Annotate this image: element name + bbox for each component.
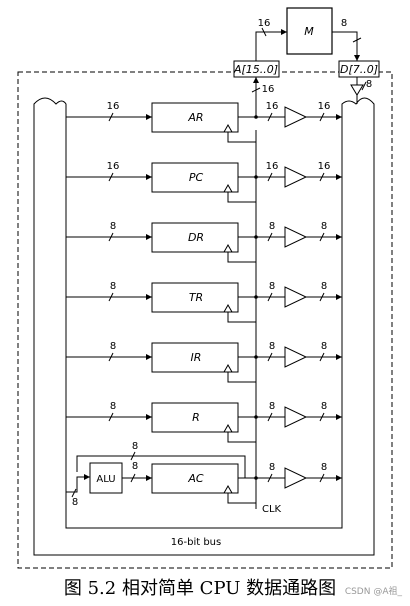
clock-input-icon [223, 243, 233, 253]
alu-bus-width: 8 [72, 497, 78, 508]
chip-boundary [17, 71, 393, 569]
clock-input-icon [223, 484, 233, 494]
register-box [151, 102, 239, 133]
register-row-ac: AC 8 8 [151, 462, 342, 504]
clock-input-icon [223, 423, 233, 433]
address-port-label: A[15..0] [233, 63, 278, 76]
watermark: CSDN @A祖_ [345, 585, 403, 597]
figure-caption: 图 5.2 相对简单 CPU 数据通路图 [64, 578, 336, 599]
data-port-label: D[7..0] [340, 63, 378, 76]
register-output-width: 8 [269, 462, 275, 473]
register-label: TR [189, 291, 203, 304]
clock-input-icon [223, 363, 233, 373]
register-output-width: 16 [266, 101, 279, 112]
clock-input-icon [223, 123, 233, 133]
register-output-width: 8 [269, 401, 275, 412]
bus-16bit: 16-bit bus [33, 97, 375, 556]
buffer-output-width: 16 [318, 161, 331, 172]
register-output-width: 8 [269, 281, 275, 292]
register-input-width: 16 [107, 161, 120, 172]
register-output-width: 16 [266, 161, 279, 172]
buffer-icon [284, 467, 308, 489]
clk-label: CLK [262, 504, 282, 515]
register-label: DR [188, 231, 204, 244]
register-row-tr: 8TR 8 8 [66, 281, 342, 323]
buffer-output-width: 8 [321, 341, 327, 352]
register-input-width: 8 [110, 281, 116, 292]
alu-label: ALU [96, 474, 115, 485]
memory-data-width: 8 [341, 18, 347, 29]
register-row-r: 8R 8 8 [66, 401, 342, 443]
register-label: R [192, 411, 200, 424]
register-box [151, 342, 239, 373]
address-port-width: 16 [262, 84, 275, 95]
clock-input-icon [223, 183, 233, 193]
register-output-width: 8 [269, 221, 275, 232]
address-path: A[15..0] 16 16 [233, 18, 287, 117]
buffer-output-width: 16 [318, 101, 331, 112]
buffer-output-width: 8 [321, 221, 327, 232]
buffer-icon [284, 226, 308, 248]
register-box [151, 162, 239, 193]
buffer-icon [284, 346, 308, 368]
register-input-width: 16 [107, 101, 120, 112]
register-row-dr: 8DR 8 8 [66, 221, 342, 263]
alu-input-width: 8 [132, 461, 138, 472]
register-label: AR [187, 111, 203, 124]
alu-block: ALU 8 8 8 [66, 441, 246, 508]
data-path: 8 D[7..0] 8 [332, 18, 380, 104]
memory-label: M [304, 25, 314, 38]
register-input-width: 8 [110, 221, 116, 232]
buffer-output-width: 8 [321, 462, 327, 473]
buffer-output-width: 8 [321, 401, 327, 412]
buffer-icon [284, 166, 308, 188]
register-label: IR [191, 351, 202, 364]
clock-input-icon [223, 303, 233, 313]
bus-label: 16-bit bus [171, 537, 221, 548]
register-input-width: 8 [110, 401, 116, 412]
buffer-icon [284, 406, 308, 428]
alu-feedback-width: 8 [132, 441, 138, 452]
register-output-width: 8 [269, 341, 275, 352]
register-row-ir: 8IR 8 8 [66, 341, 342, 383]
register-label: AC [187, 472, 204, 485]
buffer-icon [284, 106, 308, 128]
memory-address-width: 16 [258, 18, 271, 29]
memory-block: M [286, 7, 333, 55]
register-box [151, 222, 239, 253]
register-label: PC [189, 171, 204, 184]
buffer-icon [284, 286, 308, 308]
data-port-width: 8 [366, 79, 372, 90]
register-box [151, 402, 239, 433]
buffer-output-width: 8 [321, 281, 327, 292]
register-input-width: 8 [110, 341, 116, 352]
